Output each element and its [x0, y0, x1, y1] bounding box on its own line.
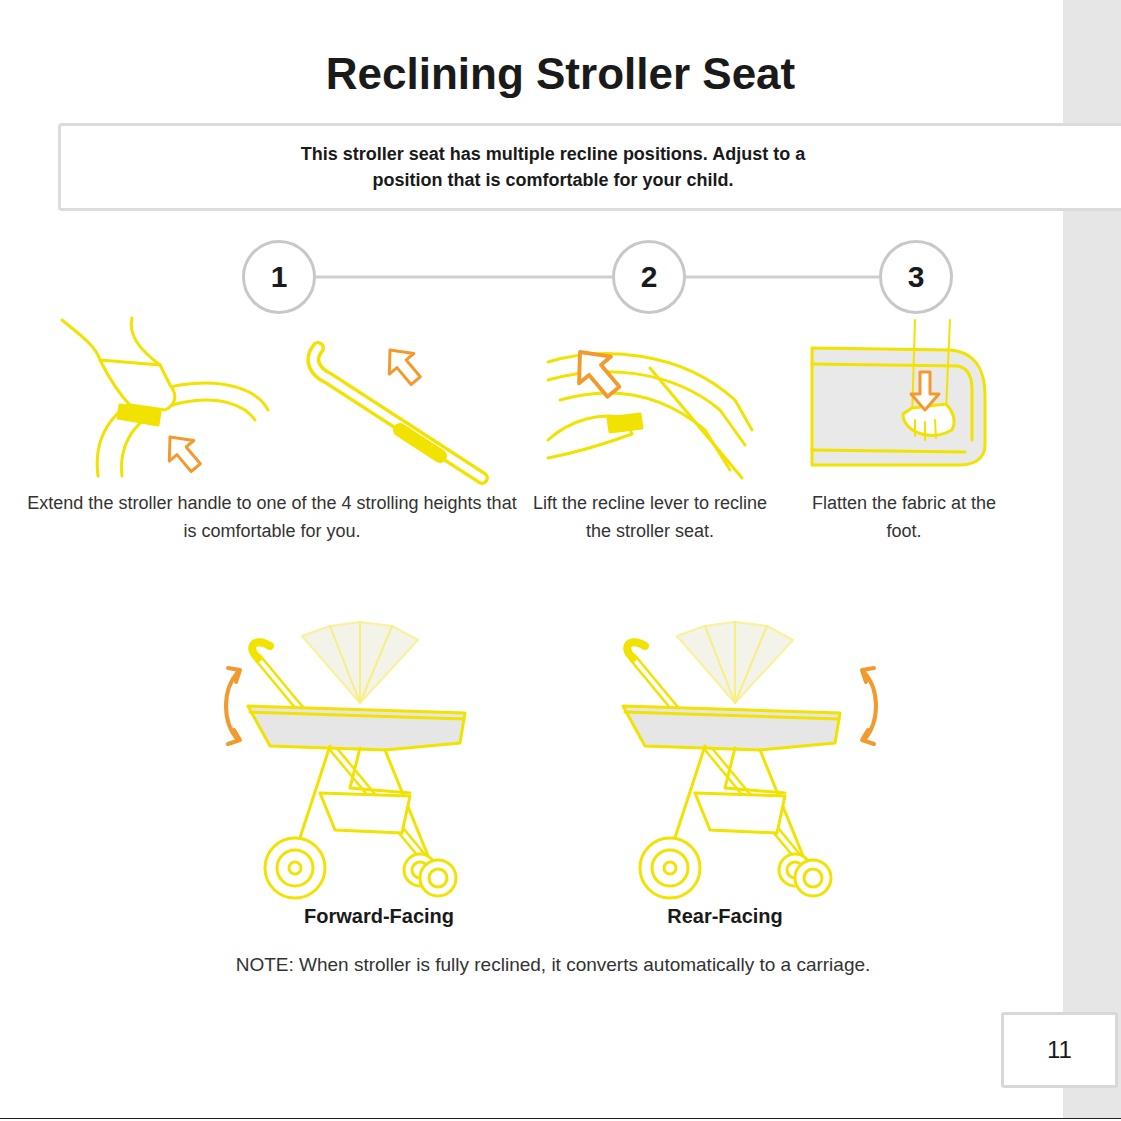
illustration-part: [378, 340, 428, 391]
note-text: NOTE: When stroller is fully reclined, i…: [133, 952, 973, 978]
step-caption: Flatten the fabric at the foot.: [799, 489, 1009, 545]
illustration-part: [62, 318, 985, 478]
title-slot: Reclining Stroller Seat: [0, 46, 1121, 102]
illustration-part: [812, 348, 985, 465]
illustration-part: [400, 430, 440, 456]
illustration-part: [564, 339, 629, 406]
step-circle: 1: [242, 240, 316, 314]
step-circle: 2: [612, 240, 686, 314]
step-caption: Lift the recline lever to recline the st…: [530, 489, 770, 545]
page-number-box: 11: [1001, 1012, 1118, 1088]
label-slot: Lift the recline lever to recline the st…: [530, 489, 770, 545]
info-text: This stroller seat has multiple recline …: [273, 141, 833, 193]
illustration-part: [862, 668, 876, 744]
illustration-part: [903, 404, 954, 435]
step-number: 3: [908, 260, 925, 294]
step-number: 2: [641, 260, 658, 294]
label-slot: Extend the stroller handle to one of the…: [27, 489, 517, 545]
illustration-part: [158, 427, 208, 478]
illustration-part: [158, 427, 208, 478]
view-label: Forward-Facing: [249, 903, 509, 929]
info-box: This stroller seat has multiple recline …: [58, 123, 1121, 211]
label-slot: Rear-Facing: [595, 903, 855, 929]
illustration-part: [226, 668, 876, 744]
step-connector: [686, 276, 879, 279]
step-circle: 3: [879, 240, 953, 314]
illustration-part: [564, 339, 629, 406]
illustration-part: [100, 360, 175, 410]
illustration-part: [248, 622, 465, 898]
bottom-rule: [0, 1118, 1121, 1119]
illustration-part: [623, 622, 840, 898]
illustration-part: [911, 372, 939, 410]
view-label: Rear-Facing: [595, 903, 855, 929]
illustration-part: [915, 420, 936, 440]
illustration-part: [650, 368, 742, 478]
illustration-part: [608, 414, 642, 432]
illustration-part: [378, 340, 428, 391]
illustration-part: [118, 405, 160, 425]
illustration-part: [226, 668, 240, 744]
step-number: 1: [271, 260, 288, 294]
illustration-part: [158, 339, 939, 478]
illustration-part: [911, 372, 939, 410]
illustration-part: [62, 318, 160, 365]
step-caption: Extend the stroller handle to one of the…: [27, 489, 517, 545]
label-slot: Flatten the fabric at the foot.: [799, 489, 1009, 545]
page-title: Reclining Stroller Seat: [0, 46, 1121, 102]
label-slot: Forward-Facing: [249, 903, 509, 929]
page-number: 11: [1047, 1036, 1072, 1064]
step-connector: [316, 276, 612, 279]
label-slot: NOTE: When stroller is fully reclined, i…: [133, 952, 973, 978]
